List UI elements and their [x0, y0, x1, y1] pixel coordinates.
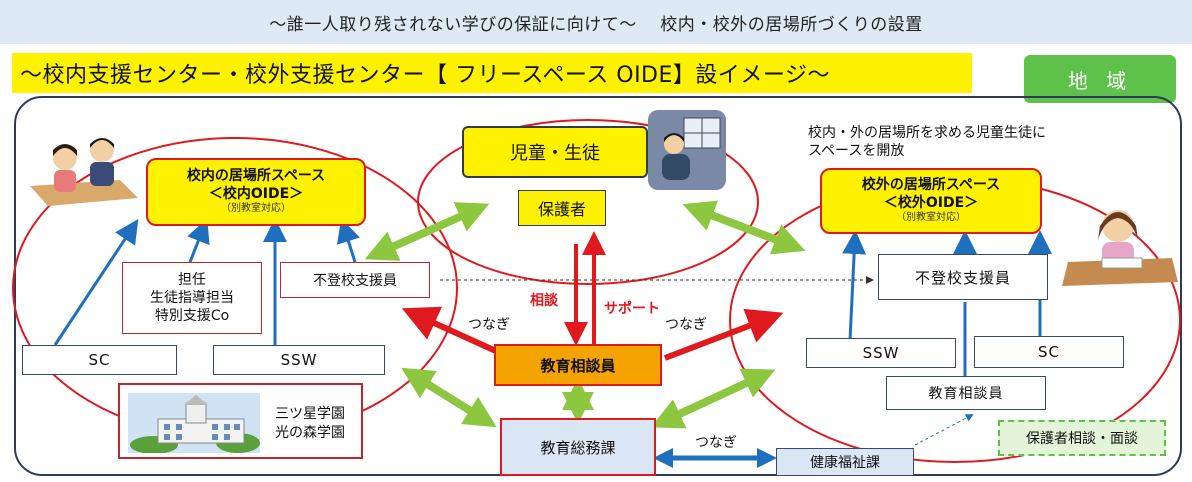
right-space-box: 校外の居場所スペース ＜校外OIDE＞ （別教室対応）: [820, 168, 1042, 234]
left-space-box: 校内の居場所スペース ＜校内OIDE＞ （別教室対応）: [146, 158, 366, 226]
left-space-name: ＜校内OIDE＞: [208, 185, 304, 202]
general-affairs-box: 教育総務課: [500, 418, 656, 476]
school-name-hikarinomori: 光の森学園: [275, 424, 345, 441]
guardians-box: 保護者: [518, 190, 606, 226]
left-nonattendance-supporter: 不登校支援員: [280, 262, 430, 298]
teacher-item-homeroom: 担任: [178, 271, 206, 288]
right-description-line-1: 校内・外の居場所を求める児童生徒に: [808, 125, 1046, 141]
left-space-title: 校内の居場所スペース: [186, 168, 326, 185]
consult-label: 相談: [530, 293, 558, 309]
welfare-box: 健康福祉課: [776, 448, 914, 476]
right-counselor-box: 教育相談員: [886, 376, 1046, 410]
green-arrow-right-top: [682, 200, 806, 255]
right-space-title: 校外の居場所スペース: [861, 177, 1001, 194]
arrow-connect-left: [401, 306, 500, 355]
teachers-box: 担任 生徒指導担当 特別支援Co: [122, 262, 262, 334]
connect-label-right: つなぎ: [665, 317, 707, 333]
left-ssw-box: SSW: [213, 345, 385, 375]
right-description-line-2: スペースを開放: [808, 143, 905, 160]
green-arrow-right-bottom: [650, 368, 776, 429]
arrow-ssw-to-right-space: [842, 230, 867, 341]
arrow-sc-to-left-space: [53, 218, 139, 346]
green-arrow-left-bottom: [401, 367, 497, 428]
school-building-illustration: [128, 393, 260, 453]
support-label: サポート: [604, 301, 660, 317]
teacher-item-guidance: 生徒指導担当: [150, 289, 234, 306]
diagram-title: ～校内支援センター・校外支援センター【 フリースペース OIDE】設イメージ～: [12, 53, 972, 93]
arrow-teachers-to-left-space: [187, 218, 210, 263]
schools-box: 三ツ星学園 光の森学園: [118, 383, 363, 459]
teacher-item-special-support: 特別支援Co: [154, 308, 230, 325]
students-talking-illustration: [20, 120, 138, 215]
connect-label-left: つなぎ: [468, 317, 510, 333]
left-sc-box: SC: [22, 345, 177, 375]
arrow-support-to-left-space: [336, 218, 360, 263]
right-sc-box: SC: [974, 336, 1124, 368]
studying-girl-illustration: [1062, 196, 1178, 288]
left-space-note: （別教室対応）: [221, 203, 291, 215]
student-window-illustration: [648, 110, 726, 190]
region-label: 地 域: [1024, 55, 1176, 103]
connect-label-bottom: つなぎ: [695, 435, 737, 451]
guardian-consult-box: 保護者相談・面談: [998, 420, 1166, 456]
green-arrow-left-top: [364, 202, 490, 261]
students-box: 児童・生徒: [462, 126, 648, 178]
top-banner: ～誰一人取り残されない学びの保証に向けて～ 校内・校外の居場所づくりの設置: [0, 0, 1192, 44]
right-description: 校内・外の居場所を求める児童生徒に スペースを開放: [808, 124, 1046, 160]
right-ssw-box: SSW: [806, 338, 956, 368]
arrow-connect-right: [663, 308, 784, 361]
dotted-guardian-link: [914, 414, 974, 446]
right-nonattendance-supporter: 不登校支援員: [878, 254, 1048, 300]
center-counselor-box: 教育相談員: [494, 344, 662, 386]
right-space-name: ＜校外OIDE＞: [883, 194, 979, 211]
right-space-note: （別教室対応）: [896, 212, 966, 224]
school-name-mitsuboshi: 三ツ星学園: [275, 406, 345, 422]
